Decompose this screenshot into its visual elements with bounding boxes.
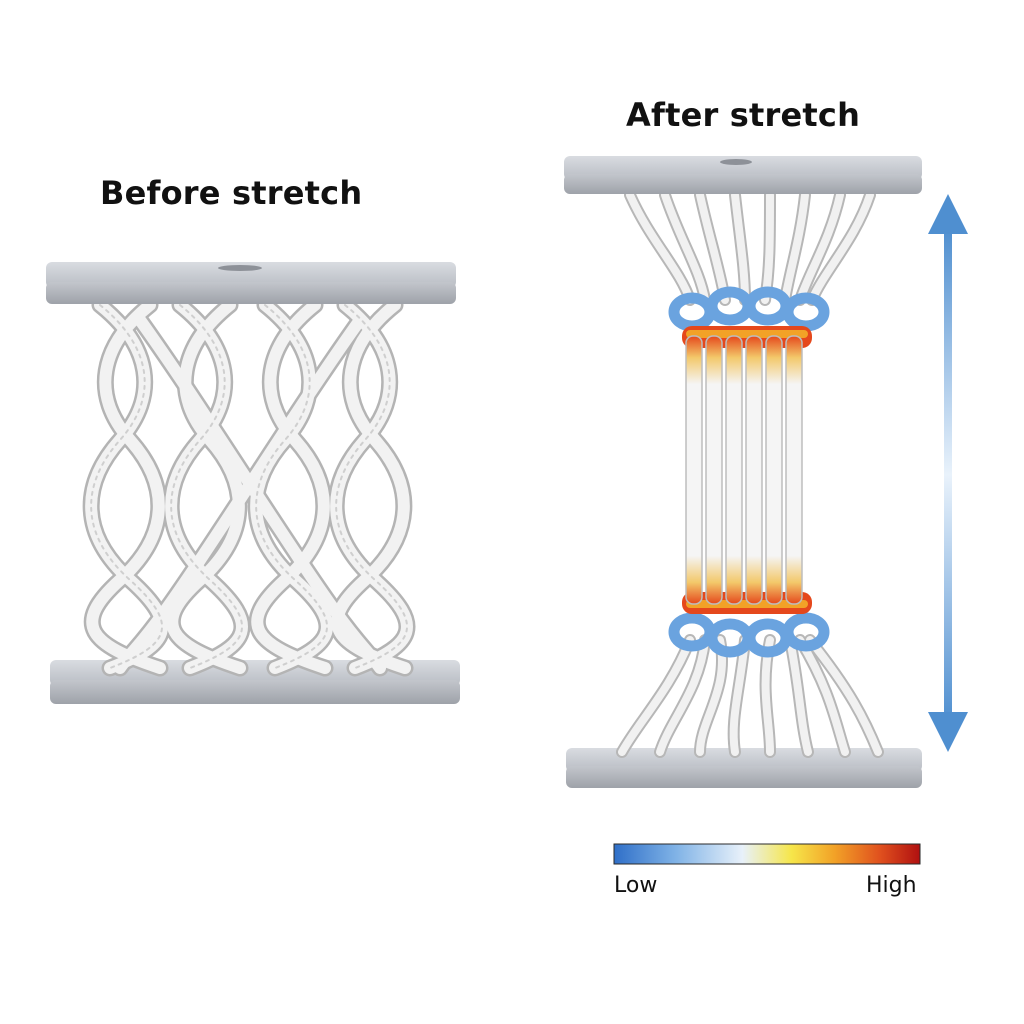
before-ropes bbox=[82, 296, 416, 677]
before-top-plate bbox=[46, 262, 456, 304]
after-straight-strands bbox=[685, 335, 803, 605]
after-low-strain-knots bbox=[668, 286, 830, 658]
before-specimen bbox=[46, 262, 460, 704]
colorbar-low-label: Low bbox=[614, 873, 658, 898]
after-top-plate bbox=[564, 156, 922, 194]
colorbar-high-label: High bbox=[866, 873, 917, 898]
after-upper-fan bbox=[624, 189, 876, 306]
after-lower-fan bbox=[616, 634, 884, 758]
strain-colorbar bbox=[613, 843, 921, 865]
stretch-arrow-icon bbox=[928, 194, 968, 752]
before-stretch-title: Before stretch bbox=[100, 174, 363, 212]
after-specimen bbox=[564, 156, 922, 788]
after-stretch-title: After stretch bbox=[626, 96, 861, 134]
